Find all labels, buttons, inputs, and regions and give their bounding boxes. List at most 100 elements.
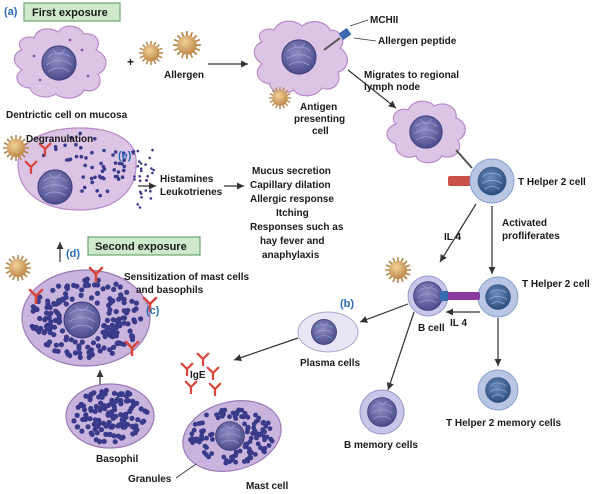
sensitized-mast-cell xyxy=(21,269,151,367)
granule-dot xyxy=(83,163,87,168)
sensitization-label-2: and basophils xyxy=(136,285,204,296)
granule-dot xyxy=(50,287,56,293)
granule-dot xyxy=(93,437,99,443)
granule-dot xyxy=(254,435,259,441)
released-granule-dot xyxy=(133,175,136,178)
granule-dot xyxy=(54,147,58,152)
granule-dot xyxy=(88,405,94,412)
effect-2: Capillary dilation xyxy=(250,180,331,191)
granule-dot xyxy=(77,350,83,356)
granule-dot xyxy=(255,441,261,447)
granule-dot xyxy=(37,294,43,300)
sensitization-label-1: Sensitization of mast cells xyxy=(124,272,249,283)
granule-dot xyxy=(209,451,215,456)
granule-dot xyxy=(233,411,239,417)
panel-letter-b: (b) xyxy=(340,298,354,310)
granule-dot xyxy=(48,310,54,316)
granule-dot xyxy=(92,426,98,432)
granule-dot xyxy=(138,316,144,322)
granule-dot xyxy=(108,300,114,306)
granule-dot xyxy=(67,158,71,162)
released-granule-dot xyxy=(148,156,151,160)
granule-dot xyxy=(105,412,111,418)
released-granule-dot xyxy=(139,167,143,170)
ige-antibody-icon-1 xyxy=(196,352,210,366)
granule-dot xyxy=(120,175,125,179)
granule-dot xyxy=(129,415,135,421)
granule-dot xyxy=(120,162,124,166)
granule-dot xyxy=(102,176,106,181)
granule-dot xyxy=(76,345,82,352)
granule-dot xyxy=(115,423,121,429)
granule-dot xyxy=(92,282,98,288)
granule-dot xyxy=(107,296,113,302)
granule-dot xyxy=(242,459,247,464)
granule-dot xyxy=(79,154,84,159)
panel-letter-e: (e) xyxy=(118,150,132,162)
granule-dot xyxy=(90,180,95,185)
granule-dot xyxy=(52,348,58,354)
granule-dot xyxy=(141,418,147,424)
granule-dot xyxy=(101,322,107,329)
granule-dot xyxy=(221,454,227,460)
granule-dot xyxy=(197,439,202,445)
th2-mid-label: T Helper 2 cell xyxy=(522,279,590,290)
granule-dot xyxy=(113,281,119,287)
granule-dot xyxy=(102,167,107,171)
granule-dot xyxy=(113,161,118,165)
ige-antibody-icon-5 xyxy=(208,382,222,396)
granule-dot xyxy=(56,313,62,319)
granule-dot xyxy=(262,446,268,451)
th2-memory-label: T Helper 2 memory cells xyxy=(446,418,561,429)
released-granule-dot xyxy=(146,174,149,178)
migrates-line-2: lymph node xyxy=(364,82,421,93)
effects-list: Mucus secretion Capillary dilation Aller… xyxy=(250,166,344,261)
allergen-second-icon xyxy=(4,254,32,282)
granule-dot xyxy=(132,319,138,325)
released-granule-dot xyxy=(139,192,143,195)
granule-dot xyxy=(77,354,83,360)
granule-dot xyxy=(84,156,88,160)
released-granule-dot xyxy=(151,171,154,175)
granule-dot xyxy=(33,324,39,330)
apc-label-1: Antigen xyxy=(300,102,337,113)
granule-dot xyxy=(123,411,129,417)
granule-dot xyxy=(60,296,66,302)
dendritic-cell xyxy=(13,25,107,99)
granule-dot xyxy=(68,337,74,343)
ige-antibody-icon-4 xyxy=(184,380,198,394)
granule-dot xyxy=(93,137,97,141)
granule-dot xyxy=(116,170,121,174)
granule-dot xyxy=(63,143,67,148)
granule-dot xyxy=(69,135,73,140)
granule-dot xyxy=(108,409,115,415)
granule-dot xyxy=(110,423,116,429)
granule-dot xyxy=(122,158,126,162)
allergen-icon xyxy=(138,40,164,66)
granule-dot xyxy=(133,300,139,306)
granule-dot xyxy=(88,430,94,436)
granule-dot xyxy=(117,284,123,290)
granule-dot xyxy=(129,298,135,304)
granule-dot xyxy=(74,142,78,147)
released-granule-dot xyxy=(149,189,152,193)
granule-dot xyxy=(105,284,111,290)
granule-dot xyxy=(120,315,126,321)
granule-dot xyxy=(233,453,239,458)
granule-dot xyxy=(113,309,119,315)
granule-dot xyxy=(99,161,103,166)
granule-dot xyxy=(93,175,97,180)
arrow-to-plasma xyxy=(359,303,409,323)
granule-dot xyxy=(97,405,103,411)
th2-cell-mid xyxy=(477,276,519,318)
granule-dot xyxy=(74,424,80,430)
granule-dot xyxy=(56,319,62,325)
granule-dot xyxy=(121,320,127,326)
granule-dot xyxy=(93,404,99,410)
granule-dot xyxy=(267,426,273,431)
released-granule-dot xyxy=(138,206,142,209)
basophil-label: Basophil xyxy=(96,454,138,465)
granule-dot xyxy=(101,438,107,444)
granule-dot xyxy=(253,412,258,418)
granule-dot xyxy=(102,333,108,340)
